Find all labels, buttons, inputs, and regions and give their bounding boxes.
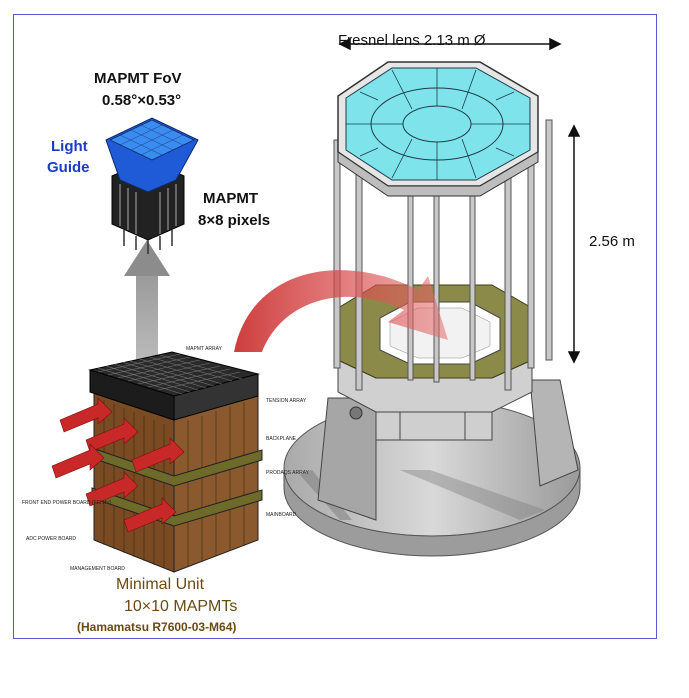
- mapmt-module: [105, 117, 199, 254]
- minimal-unit-model: (Hamamatsu R7600-03-M64): [77, 620, 237, 634]
- figure-frame: [13, 14, 657, 639]
- label-mapmt-array: MAPMT ARRAY: [186, 346, 222, 352]
- fresnel-lens-label: Fresnel lens 2.13 m Ø: [338, 32, 486, 49]
- label-backplane: BACKPLANE: [266, 436, 297, 442]
- light-guide-label-line2: Guide: [47, 159, 90, 176]
- label-adc-power-board: ADC POWER BOARD: [26, 536, 77, 542]
- fresnel-dimension-arrow: [338, 37, 562, 51]
- fresnel-lens: [337, 61, 539, 197]
- minimal-unit-count: 10×10 MAPMTs: [124, 598, 238, 615]
- label-management-board: MANAGEMENT BOARD: [70, 566, 125, 572]
- mapmt-title: MAPMT: [203, 190, 258, 207]
- height-dimension-arrow: [567, 124, 581, 364]
- label-mainboard: MAINBOARD: [266, 512, 297, 518]
- minimal-unit: [51, 351, 263, 573]
- label-tension-array: TENSION ARRAY: [266, 398, 307, 404]
- light-guide-label-line1: Light: [51, 138, 88, 155]
- label-frontend-board: FRONT END POWER BOARD (FEI HV): [22, 500, 112, 506]
- telescope-base: [283, 379, 581, 557]
- fov-value: 0.58°×0.53°: [102, 92, 182, 109]
- label-prodaqs-array: PRODAQS ARRAY: [266, 470, 309, 476]
- mapmt-pixels: 8×8 pixels: [198, 212, 271, 229]
- height-label: 2.56 m: [589, 233, 635, 250]
- minimal-unit-title: Minimal Unit: [116, 576, 205, 593]
- fov-title: MAPMT FoV: [94, 70, 182, 87]
- insertion-arrow: [234, 270, 448, 352]
